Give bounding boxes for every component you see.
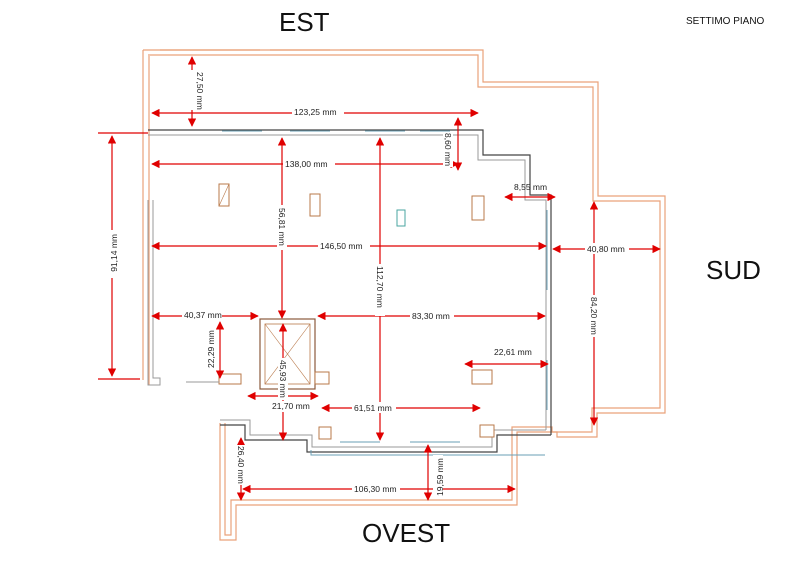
dim-label-19-59: 19,59 mm <box>435 458 445 496</box>
column <box>471 369 493 385</box>
column <box>396 209 406 227</box>
interior-wall-south <box>220 424 551 453</box>
dim-label-112-70: 112,70 mm <box>375 266 385 308</box>
lift-cross <box>264 323 311 385</box>
interior-columns <box>218 183 485 227</box>
perimeter-outer-wall-inner-line <box>148 54 661 536</box>
column <box>314 371 330 385</box>
dim-label-40-37: 40,37 mm <box>184 310 222 320</box>
dimension-labels: 27,50 mm 123,25 mm 8,60 mm 138,00 mm 8,5… <box>107 70 629 497</box>
interior-wall-north <box>148 129 552 435</box>
dim-label-8-55: 8,55 mm <box>514 182 547 192</box>
dim-label-45-93: 45,93 mm <box>278 360 288 398</box>
dim-label-26-40: 26,40 mm <box>236 446 246 484</box>
dim-label-84-20: 84,20 mm <box>589 297 599 335</box>
windows <box>222 130 548 456</box>
dim-label-22-29: 22,29 mm <box>206 330 216 368</box>
dim-label-56-81: 56,81 mm <box>277 208 287 246</box>
dim-label-21-70: 21,70 mm <box>272 401 310 411</box>
dim-label-91-14: 91,14 mm <box>109 234 119 272</box>
column <box>479 424 495 438</box>
dim-label-123-25: 123,25 mm <box>294 107 337 117</box>
walls <box>142 49 666 541</box>
west-balcony-wall <box>142 50 150 385</box>
orientation-label-bottom: OVEST <box>362 518 450 548</box>
dim-label-61-51: 61,51 mm <box>354 403 392 413</box>
orientation-label-top: EST <box>279 7 330 37</box>
perimeter-outer-wall <box>143 49 666 541</box>
dim-label-106-30: 106,30 mm <box>354 484 397 494</box>
dim-label-8-60: 8,60 mm <box>443 133 453 166</box>
south-window-strip <box>310 450 545 456</box>
dim-label-40-80: 40,80 mm <box>587 244 625 254</box>
orientation-label-right: SUD <box>706 255 761 285</box>
interior-wall-north-inner <box>148 134 547 430</box>
dim-label-146-50: 146,50 mm <box>320 241 363 251</box>
column <box>471 195 485 221</box>
dim-label-22-61: 22,61 mm <box>494 347 532 357</box>
dim-label-83-30: 83,30 mm <box>412 311 450 321</box>
column <box>218 373 242 385</box>
column <box>318 426 332 440</box>
floor-label: SETTIMO PIANO <box>686 16 765 27</box>
west-wall-line <box>147 200 161 386</box>
dim-label-27-50: 27,50 mm <box>195 72 205 110</box>
dim-label-138-00: 138,00 mm <box>285 159 328 169</box>
column <box>309 193 321 217</box>
